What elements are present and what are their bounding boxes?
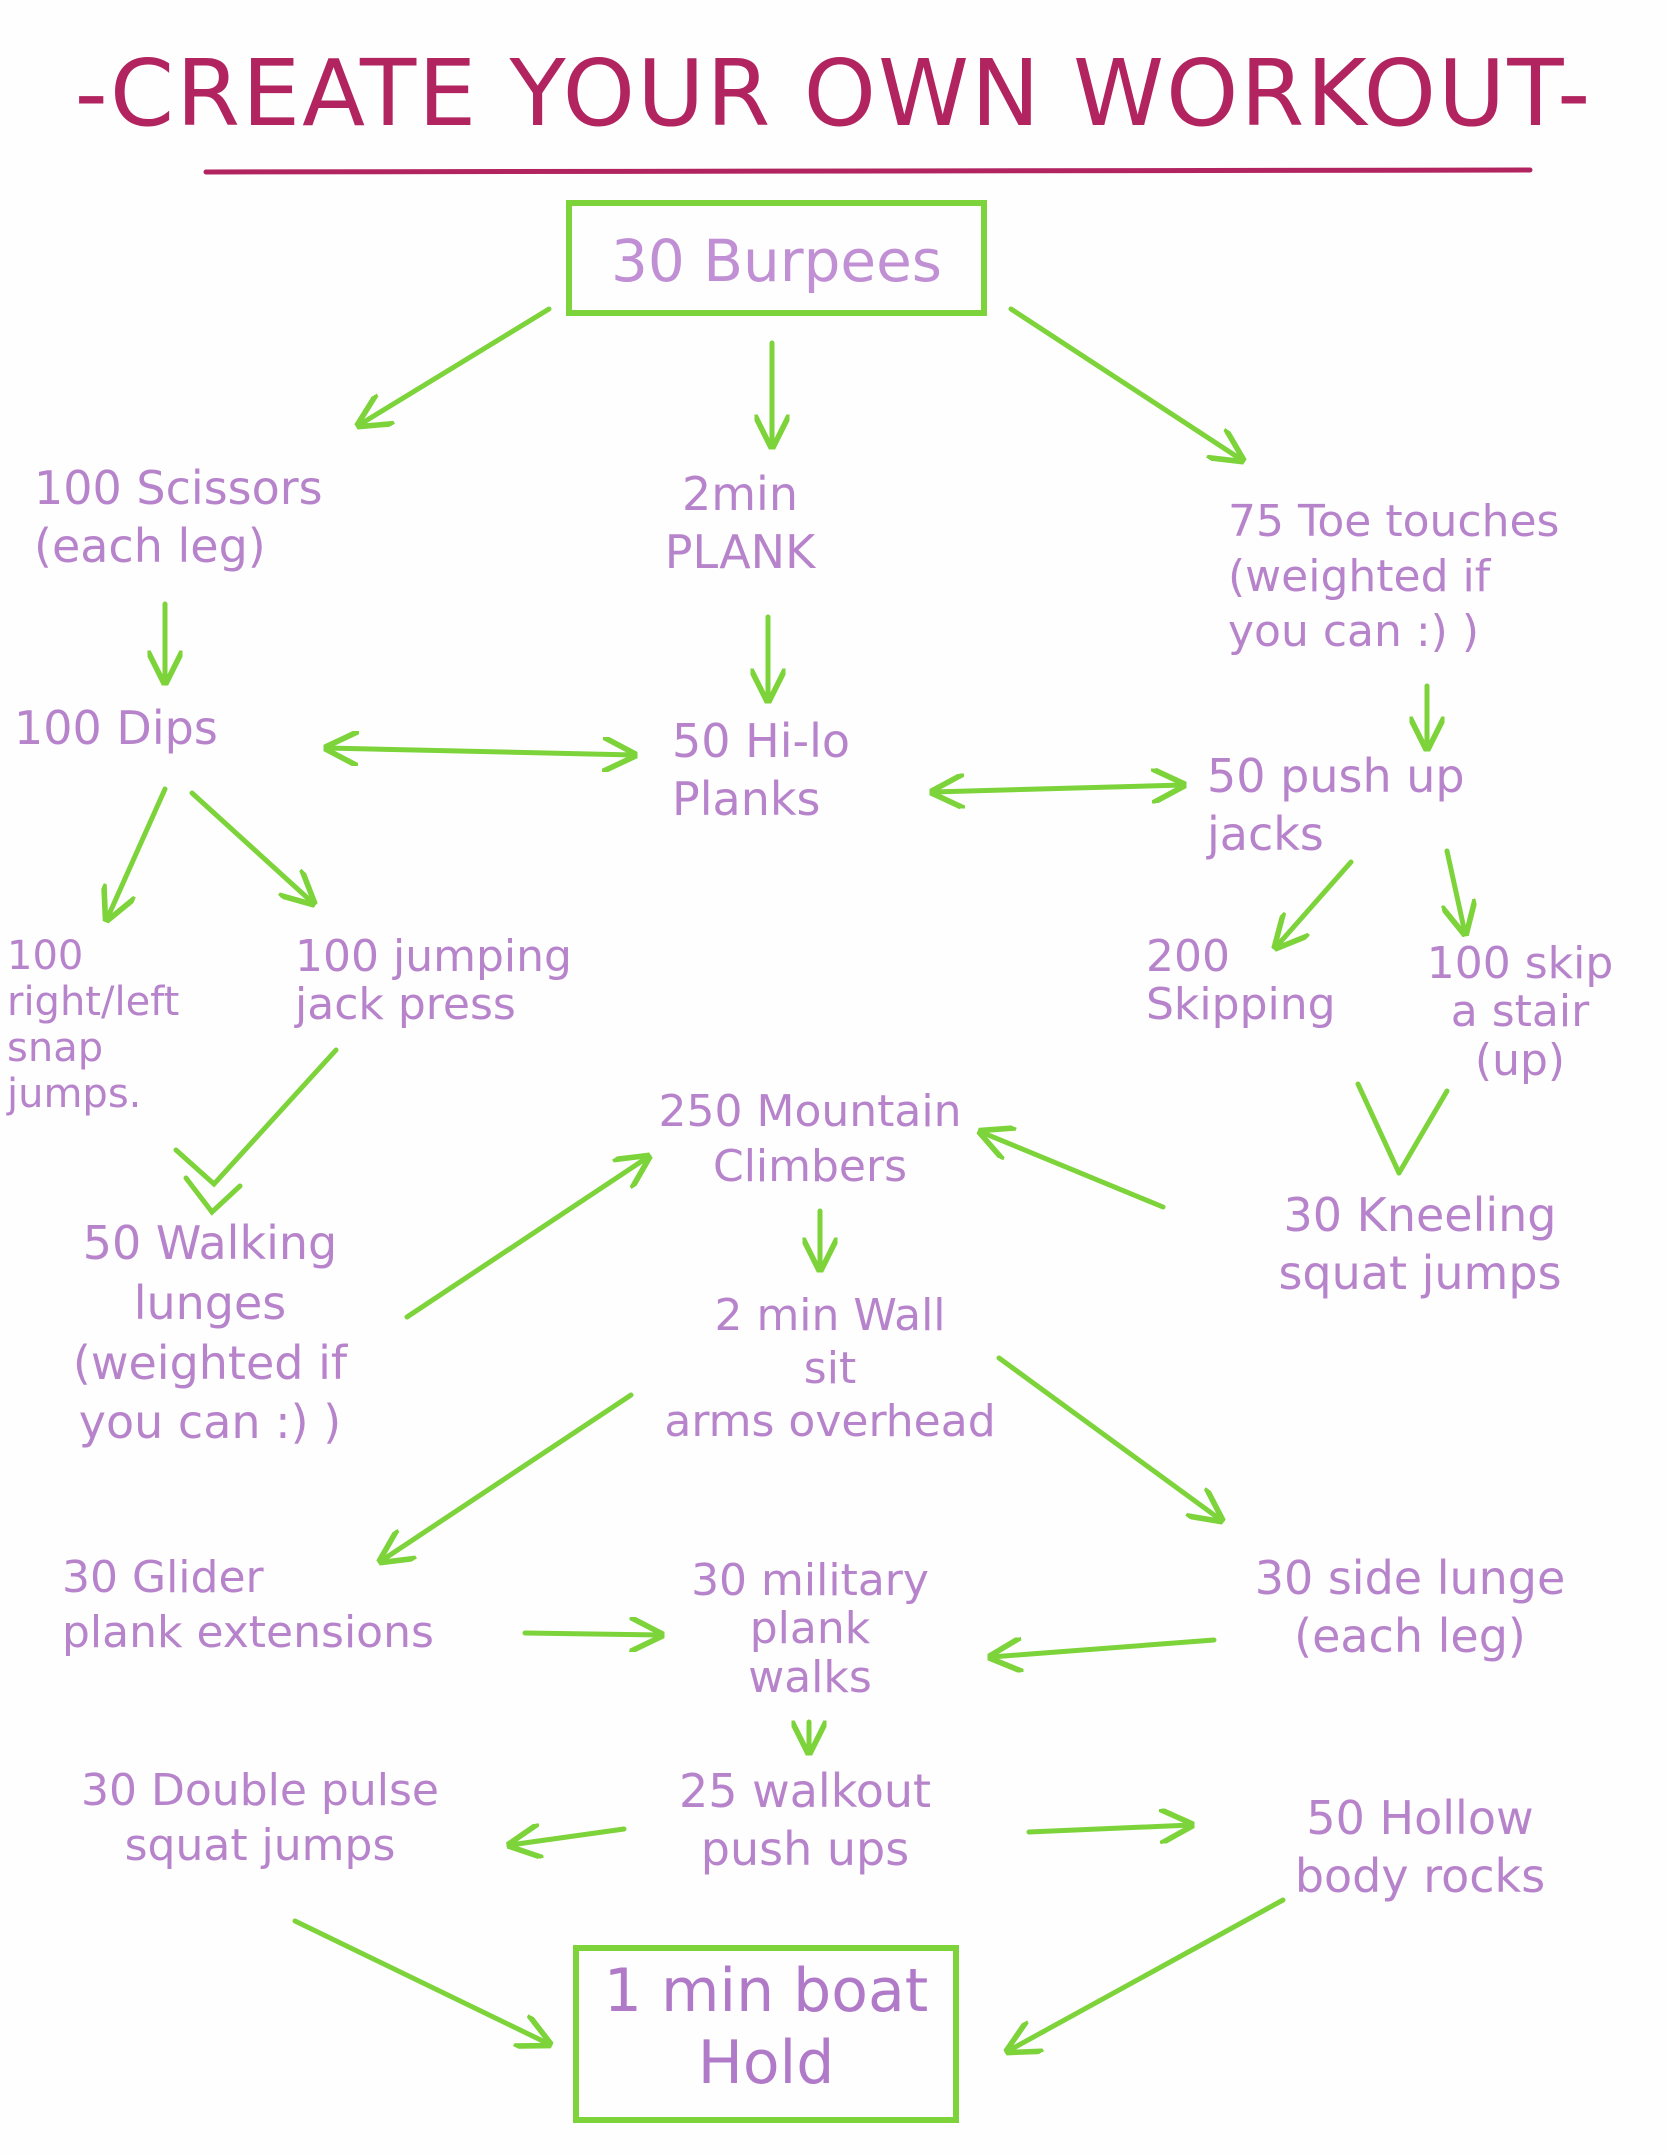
arrow-glider-military <box>522 1633 661 1635</box>
page-title: -CREATE YOUR OWN WORKOUT- <box>74 40 1593 147</box>
node-military-walks: 30 military plank walks <box>691 1555 929 1703</box>
arrow-wallsit-sidelunge <box>996 1355 1221 1520</box>
arrow-walkout-hollow <box>1026 1825 1191 1832</box>
arrow-dips-snap <box>107 786 168 919</box>
node-wall-sit: 2 min Wall sit arms overhead <box>664 1290 996 1447</box>
arrow-pushupjacks-skipping <box>1276 859 1354 947</box>
node-mountain-climbers: 250 Mountain Climbers <box>658 1086 962 1192</box>
node-glider: 30 Glider plank extensions <box>62 1552 434 1658</box>
finish-node: 1 min boat Hold <box>603 1956 929 2098</box>
arrow-walkout-doublepulse <box>510 1829 627 1845</box>
arrow-lunges-mountain <box>404 1157 648 1320</box>
arrow-hilo-pushupjacks <box>933 785 1183 792</box>
start-box <box>566 200 987 316</box>
node-side-lunge: 30 side lunge (each leg) <box>1254 1551 1566 1663</box>
arrow-wallsit-glider <box>381 1392 634 1561</box>
arrow-dips-hilo <box>327 748 634 755</box>
node-plank: 2min PLANK <box>664 467 816 579</box>
node-walking-lunges: 50 Walking lunges (weighted if you can :… <box>72 1216 348 1450</box>
finish-box <box>573 1945 959 2123</box>
node-hilo-planks: 50 Hi-lo Planks <box>672 714 851 826</box>
node-dips: 100 Dips <box>14 701 218 755</box>
node-scissors: 100 Scissors (each leg) <box>34 461 323 573</box>
arrow-doublepulse-boat <box>292 1918 549 2044</box>
node-hollow-body: 50 Hollow body rocks <box>1294 1791 1546 1903</box>
node-snap-jumps: 100 right/left snap jumps. <box>7 933 180 1117</box>
arrow-hollow-boat <box>1008 1897 1286 2051</box>
arrow-burpees-scissors <box>359 306 552 425</box>
arrow-jjpress-lunges <box>173 1047 339 1188</box>
node-kneeling-squat-jumps: 30 Kneeling squat jumps <box>1278 1188 1562 1300</box>
start-node: 30 Burpees <box>610 227 943 295</box>
arrow-skipping-kneeling <box>1355 1081 1402 1176</box>
node-toe-touches: 75 Toe touches (weighted if you can :) ) <box>1228 496 1560 657</box>
node-walkout: 25 walkout push ups <box>678 1764 932 1876</box>
arrow-skipstair-kneeling <box>1396 1088 1450 1176</box>
title-underline <box>203 167 1533 175</box>
node-skip-stair: 100 skip a stair (up) <box>1426 938 1614 1086</box>
node-skipping: 200 Skipping <box>1146 931 1336 1031</box>
arrow-burpees-toe <box>1008 306 1242 460</box>
node-pushup-jacks: 50 push up jacks <box>1207 749 1465 861</box>
arrow-jjpress-lunges-head <box>183 1175 243 1216</box>
arrow-kneeling-mountain <box>981 1132 1166 1210</box>
arrow-dips-jjpress <box>189 790 313 903</box>
arrow-pushupjacks-skipstair <box>1447 848 1465 933</box>
node-jj-press: 100 jumping jack press <box>295 931 572 1031</box>
node-double-pulse: 30 Double pulse squat jumps <box>81 1765 439 1871</box>
arrow-sidelunge-military <box>991 1640 1217 1657</box>
